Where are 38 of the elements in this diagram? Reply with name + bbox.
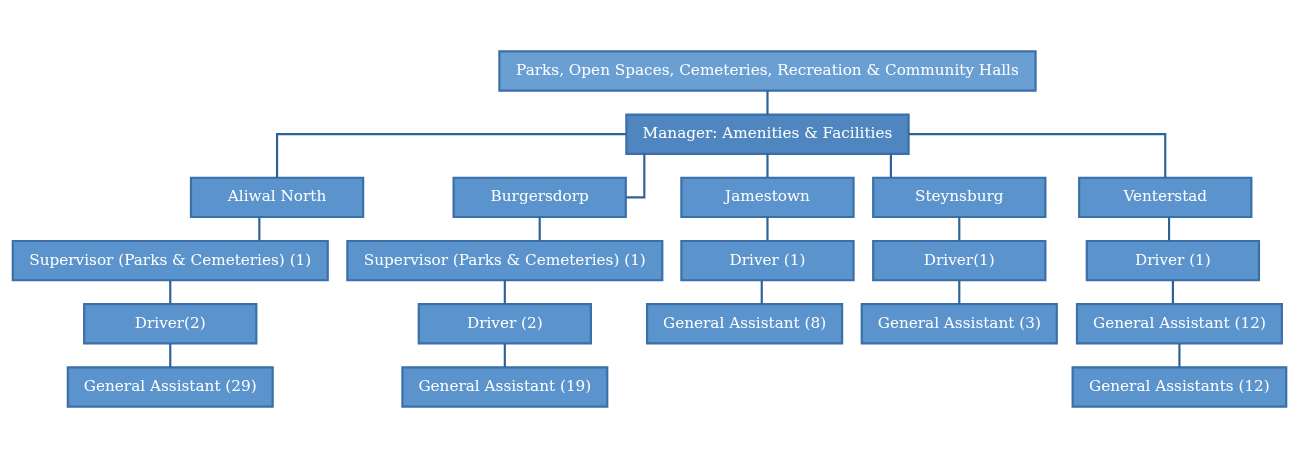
- connector: [1171, 279, 1174, 304]
- connector: [958, 279, 961, 304]
- connector: [958, 216, 961, 241]
- connector: [169, 342, 172, 367]
- node-box: Driver(2): [83, 302, 258, 344]
- node-box: Driver (1): [680, 239, 855, 281]
- connector: [275, 132, 627, 178]
- connector: [169, 279, 172, 304]
- node-box: Jamestown: [680, 176, 855, 218]
- node-box: General Assistant (3): [860, 302, 1058, 344]
- node-box: Aliwal North: [189, 176, 365, 218]
- connector: [503, 279, 506, 304]
- connector: [538, 216, 541, 241]
- node-box: Supervisor (Parks & Cemeteries) (1): [346, 239, 664, 281]
- node-box: Manager: Amenities & Facilities: [625, 112, 910, 155]
- connector: [1168, 216, 1171, 241]
- connector: [766, 153, 769, 178]
- node-box: Burgersdorp: [452, 176, 627, 218]
- node-box: Supervisor (Parks & Cemeteries) (1): [11, 239, 329, 281]
- connector: [503, 342, 506, 367]
- node-box: Steynsburg: [872, 176, 1047, 218]
- node-box: General Assistants (12): [1071, 365, 1288, 408]
- node-box: General Assistant (19): [401, 365, 609, 408]
- node-box: General Assistant (12): [1075, 302, 1283, 344]
- node-box: General Assistant (8): [645, 302, 844, 344]
- connector: [908, 132, 1167, 178]
- connector: [258, 216, 261, 241]
- node-box: Venterstad: [1078, 176, 1253, 218]
- connector: [766, 90, 769, 114]
- node-box: General Assistant (29): [66, 365, 274, 408]
- connector: [1178, 342, 1181, 367]
- connector: [889, 153, 892, 178]
- node-box: Driver (2): [417, 302, 592, 344]
- connector: [766, 216, 769, 241]
- node-box: Driver (1): [1085, 239, 1261, 281]
- connector: [760, 279, 763, 304]
- node-box: Driver(1): [872, 239, 1047, 281]
- node-box: Parks, Open Spaces, Cemeteries, Recreation & Community Halls: [498, 49, 1037, 92]
